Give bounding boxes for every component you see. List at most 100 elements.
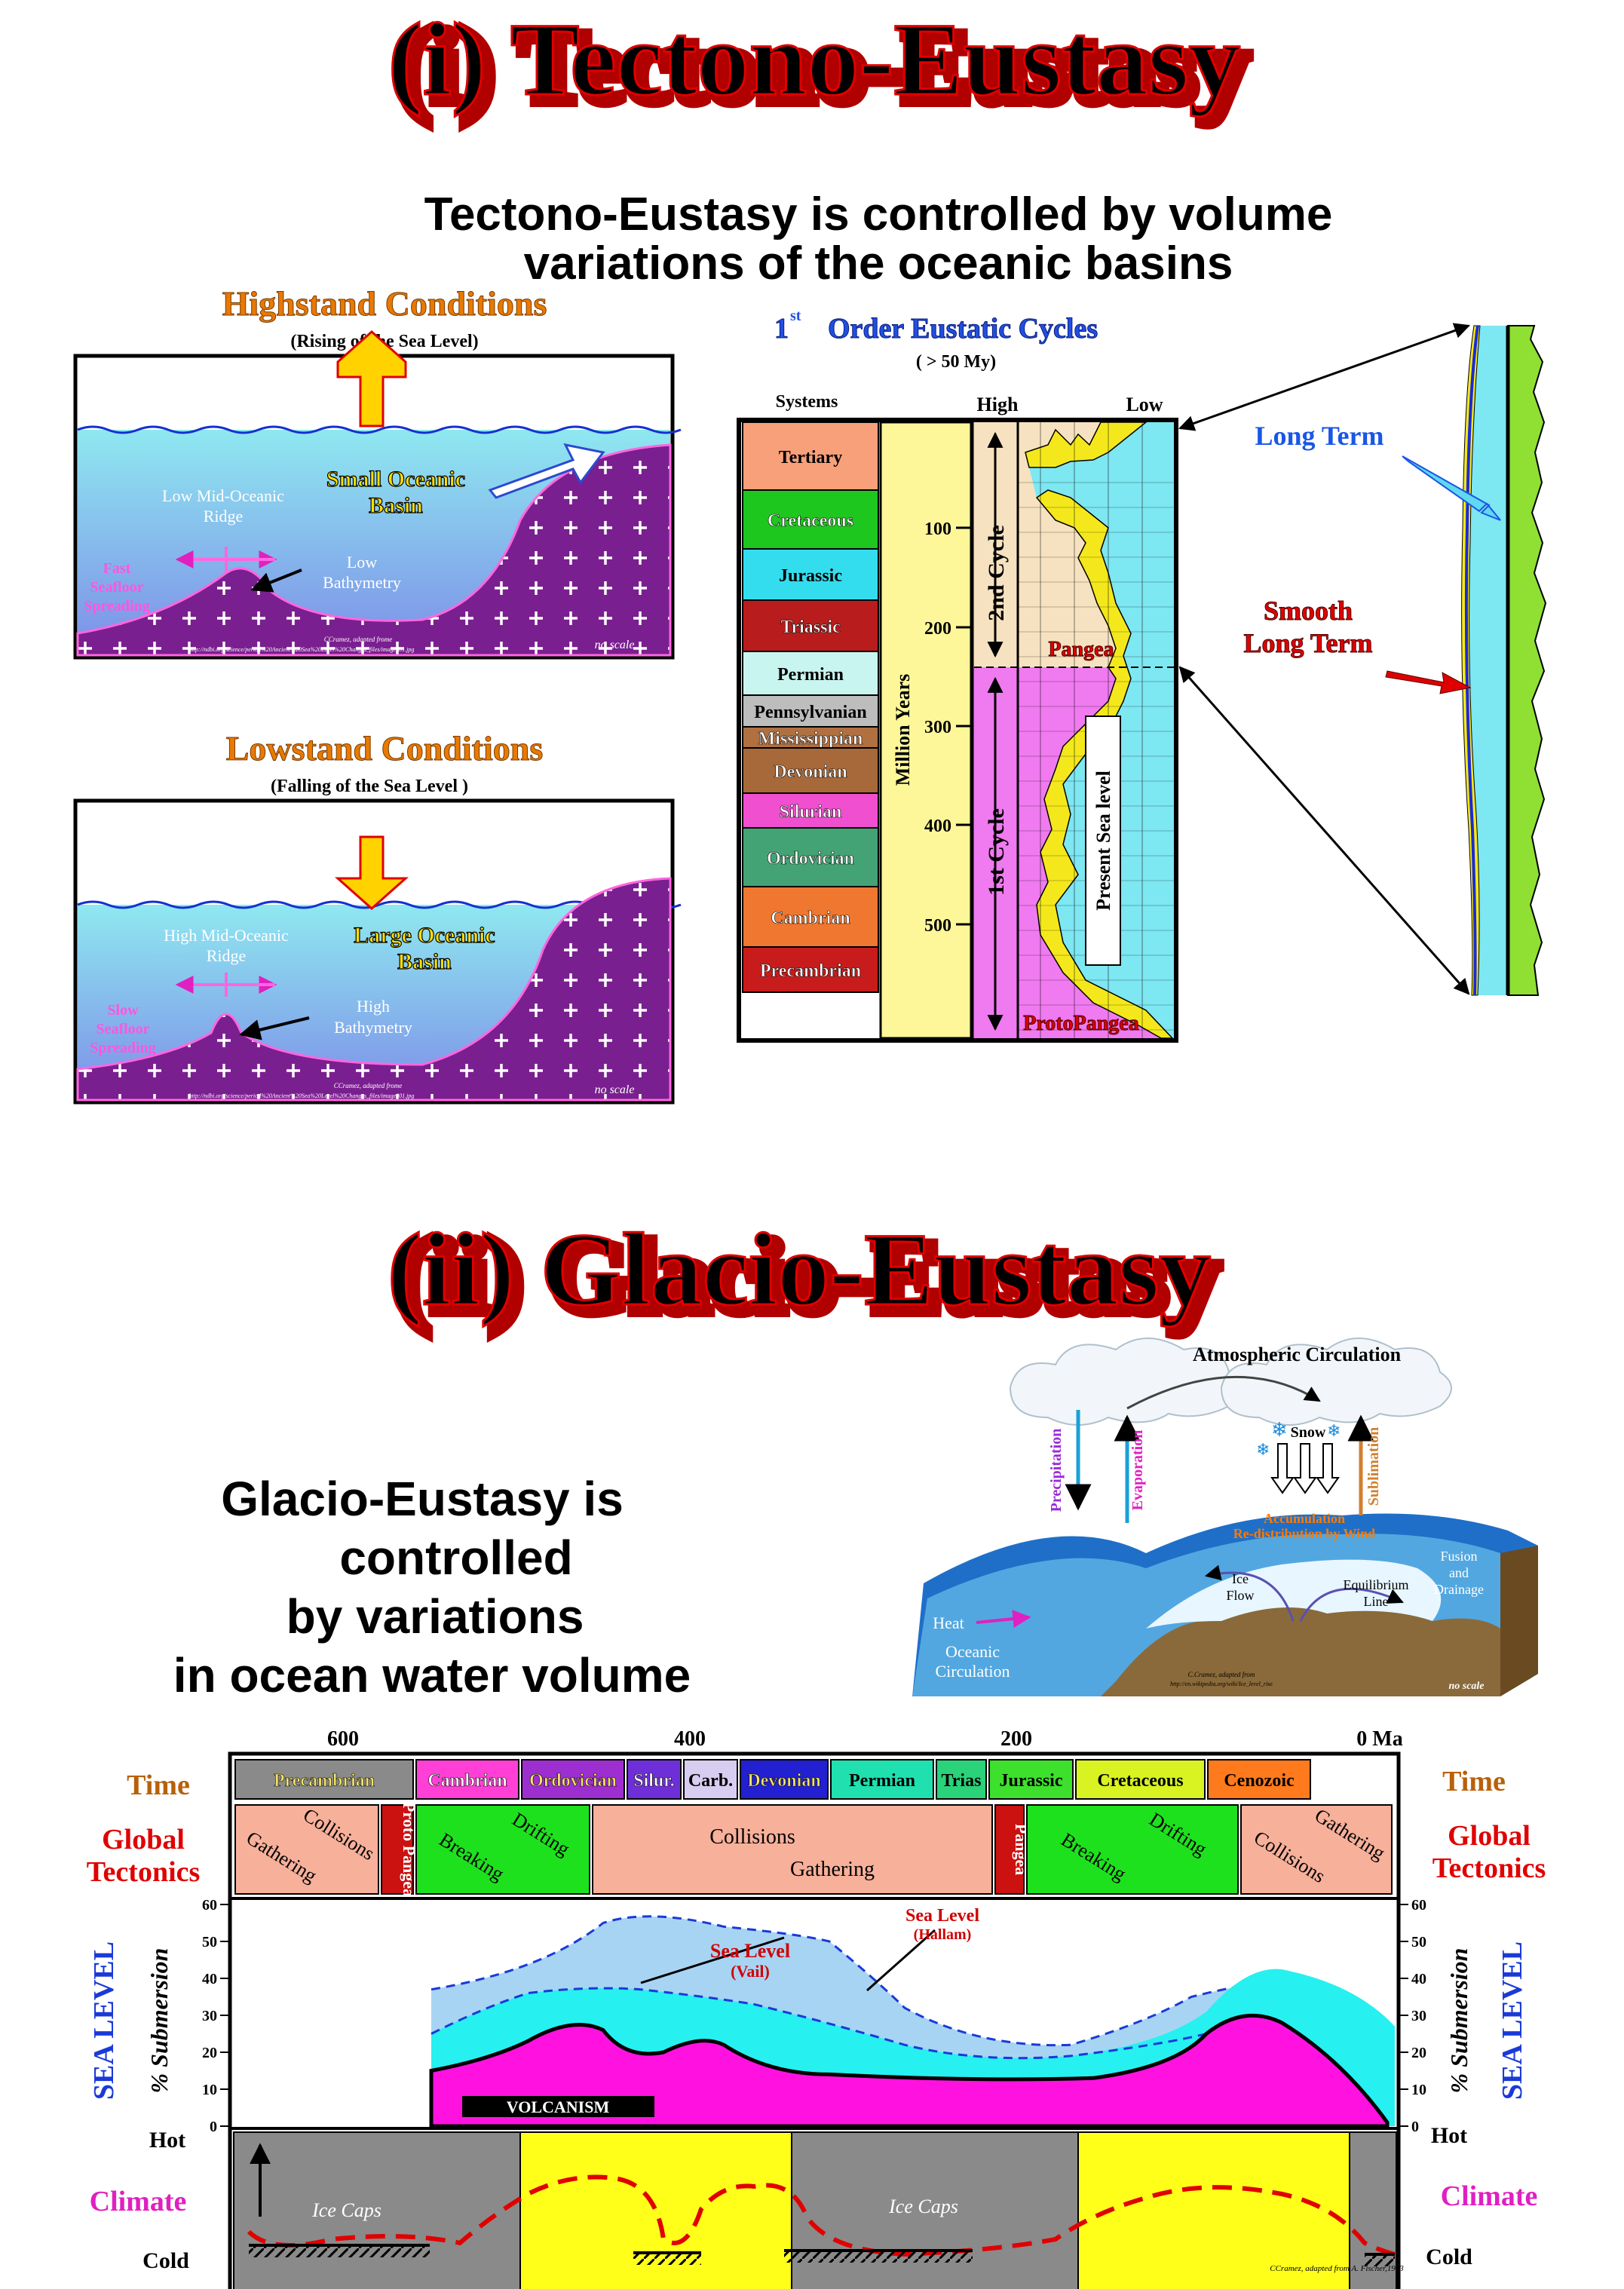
intro-line-2: variations of the oceanic basins xyxy=(524,237,1233,290)
cycles-systems-label: Systems xyxy=(776,392,838,412)
system-cell xyxy=(742,946,879,993)
eustatic-cycles-diagram: 1 st Order Eustatic Cycles ( > 50 My) Sy… xyxy=(737,308,1178,1043)
cycles-low-label: Low xyxy=(1126,394,1163,415)
snowflake-icon: ❄ xyxy=(1271,1419,1288,1441)
lowstand-scale: no scale xyxy=(595,1083,635,1096)
period-label: Ordovician xyxy=(529,1771,617,1791)
glacio-intro-2: controlled xyxy=(339,1531,572,1585)
volcanism-area xyxy=(429,2013,1390,2128)
system-label: Pennsylvanian xyxy=(754,703,866,722)
cold-label-right: Cold xyxy=(1426,2245,1472,2269)
climate-label-left: Climate xyxy=(90,2186,187,2217)
time-tick-200: 200 xyxy=(1000,1727,1032,1751)
system-cell xyxy=(742,726,879,749)
system-cell xyxy=(742,747,879,794)
glacial-cycle-diagram: Atmospheric Circulation Precipitation Ev… xyxy=(912,1338,1538,1696)
period-label: Cenozoic xyxy=(1224,1771,1295,1791)
cycles-title-sup: st xyxy=(790,308,801,324)
long-term-label: Long Term xyxy=(1255,421,1383,451)
y-tick-label: 0 xyxy=(1411,2119,1419,2135)
lowstand-bathymetry-2: Bathymetry xyxy=(334,1018,412,1037)
evaporation-label: Evaporation xyxy=(1129,1430,1146,1511)
system-cell xyxy=(742,694,879,728)
hallam-label-1: Sea Level xyxy=(905,1906,979,1926)
period-label: Carb. xyxy=(688,1771,733,1791)
tectonics-cell xyxy=(1240,1804,1393,1895)
highstand-spreading-3: Spreading xyxy=(84,598,149,614)
highstand-basin-2: Basin xyxy=(369,493,423,518)
period-label: Precambrian xyxy=(274,1771,375,1791)
system-cell xyxy=(742,548,879,601)
sublimation-label: Sublimation xyxy=(1365,1427,1382,1506)
ice-hatch xyxy=(633,2253,701,2265)
vail-line xyxy=(431,1987,1207,2060)
equilibrium-label-2: Line xyxy=(1364,1594,1389,1609)
time-tick-0: 0 Ma xyxy=(1356,1727,1402,1751)
tectonics-label: Gathering xyxy=(790,1858,875,1881)
tectonics-label-left-1: Global xyxy=(102,1824,185,1855)
system-label: Permian xyxy=(777,665,844,685)
intro-line-1: Tectono-Eustasy is controlled by volume xyxy=(424,188,1333,241)
ice-flow-label-1: Ice xyxy=(1232,1571,1249,1586)
section1-title: (i) Tectono-Eustasy (i) Tectono-Eustasy xyxy=(387,1,1255,130)
cycles-high-label: High xyxy=(977,394,1019,415)
volcanism-box xyxy=(462,2096,654,2117)
cycle-credit-2: http://en.wikipedia.org/wiki/Ice_level_r… xyxy=(1170,1681,1273,1687)
y-tick-label: 10 xyxy=(1411,2082,1426,2098)
tectonics-cell xyxy=(1026,1804,1239,1895)
y-tick-label: 0 xyxy=(210,2119,217,2135)
lowstand-basin-1: Large Oceanic xyxy=(354,923,495,948)
present-sea-level-label: Present Sea level xyxy=(1092,771,1114,911)
ice-hatch xyxy=(1365,2254,1395,2266)
accumulation-label-2: Re-distribution by Wind xyxy=(1233,1526,1375,1541)
climate-curve xyxy=(247,2174,1396,2257)
cycles-subtitle: ( > 50 My) xyxy=(916,352,996,372)
hot-label-left: Hot xyxy=(149,2128,185,2153)
y-tick-label: 60 xyxy=(1411,1897,1426,1914)
period-label: Cretaceous xyxy=(1097,1771,1183,1791)
tectonics-cell xyxy=(415,1804,590,1895)
age-tick-label: 400 xyxy=(924,817,951,836)
lowstand-subtitle: (Falling of the Sea Level ) xyxy=(271,777,468,796)
precipitation-label: Precipitation xyxy=(1048,1429,1065,1512)
heat-label: Heat xyxy=(933,1613,964,1632)
highstand-ridge-2: Ridge xyxy=(204,507,244,526)
climate-cell xyxy=(233,2131,521,2289)
vail-label-2: (Vail) xyxy=(731,1962,770,1981)
age-tick-label: 100 xyxy=(924,519,951,539)
protopangea-label: ProtoPangea xyxy=(1023,1012,1138,1035)
glacio-intro-4: in ocean water volume xyxy=(173,1648,691,1702)
y-tick-label: 50 xyxy=(202,1934,217,1950)
lowstand-diagram: High Mid-Oceanic Ridge Slow Seafloor Spr… xyxy=(73,798,682,1105)
cycle1-label: 1st Cycle xyxy=(984,808,1009,896)
system-label: Mississippian xyxy=(758,729,863,749)
oceanic-label-2: Circulation xyxy=(936,1662,1010,1681)
hot-label-right: Hot xyxy=(1431,2123,1467,2148)
age-tick-label: 500 xyxy=(924,916,951,936)
chart-credit: CCramez, adapted from A. Fischer,1983 xyxy=(1270,2264,1404,2273)
period-label: Devonian xyxy=(747,1771,820,1791)
system-label: Cambrian xyxy=(771,909,850,928)
system-label: Cretaceous xyxy=(768,511,853,531)
period-cell xyxy=(521,1759,625,1800)
lowstand-bathymetry-1: High xyxy=(357,997,390,1016)
time-tick-400: 400 xyxy=(674,1727,706,1751)
cloud-right-icon xyxy=(1220,1338,1452,1426)
period-cell xyxy=(740,1759,829,1800)
period-label: Permian xyxy=(849,1771,915,1791)
smooth-label-1: Smooth xyxy=(1264,596,1353,626)
highstand-spreading-2: Seafloor xyxy=(90,579,143,596)
y-tick-label: 50 xyxy=(1411,1934,1426,1950)
time-tick-600: 600 xyxy=(327,1727,359,1751)
volcanism-label: VOLCANISM xyxy=(507,2097,610,2116)
y-tick-label: 30 xyxy=(1411,2008,1426,2024)
highstand-scale: no scale xyxy=(595,639,635,651)
snowflake-icon: ❄ xyxy=(1256,1440,1270,1459)
lowstand-ridge-2: Ridge xyxy=(207,946,247,965)
ice-caps-label: Ice Caps xyxy=(311,2199,381,2221)
hallam-line xyxy=(431,1915,1267,2047)
age-tick-label: 200 xyxy=(924,619,951,639)
